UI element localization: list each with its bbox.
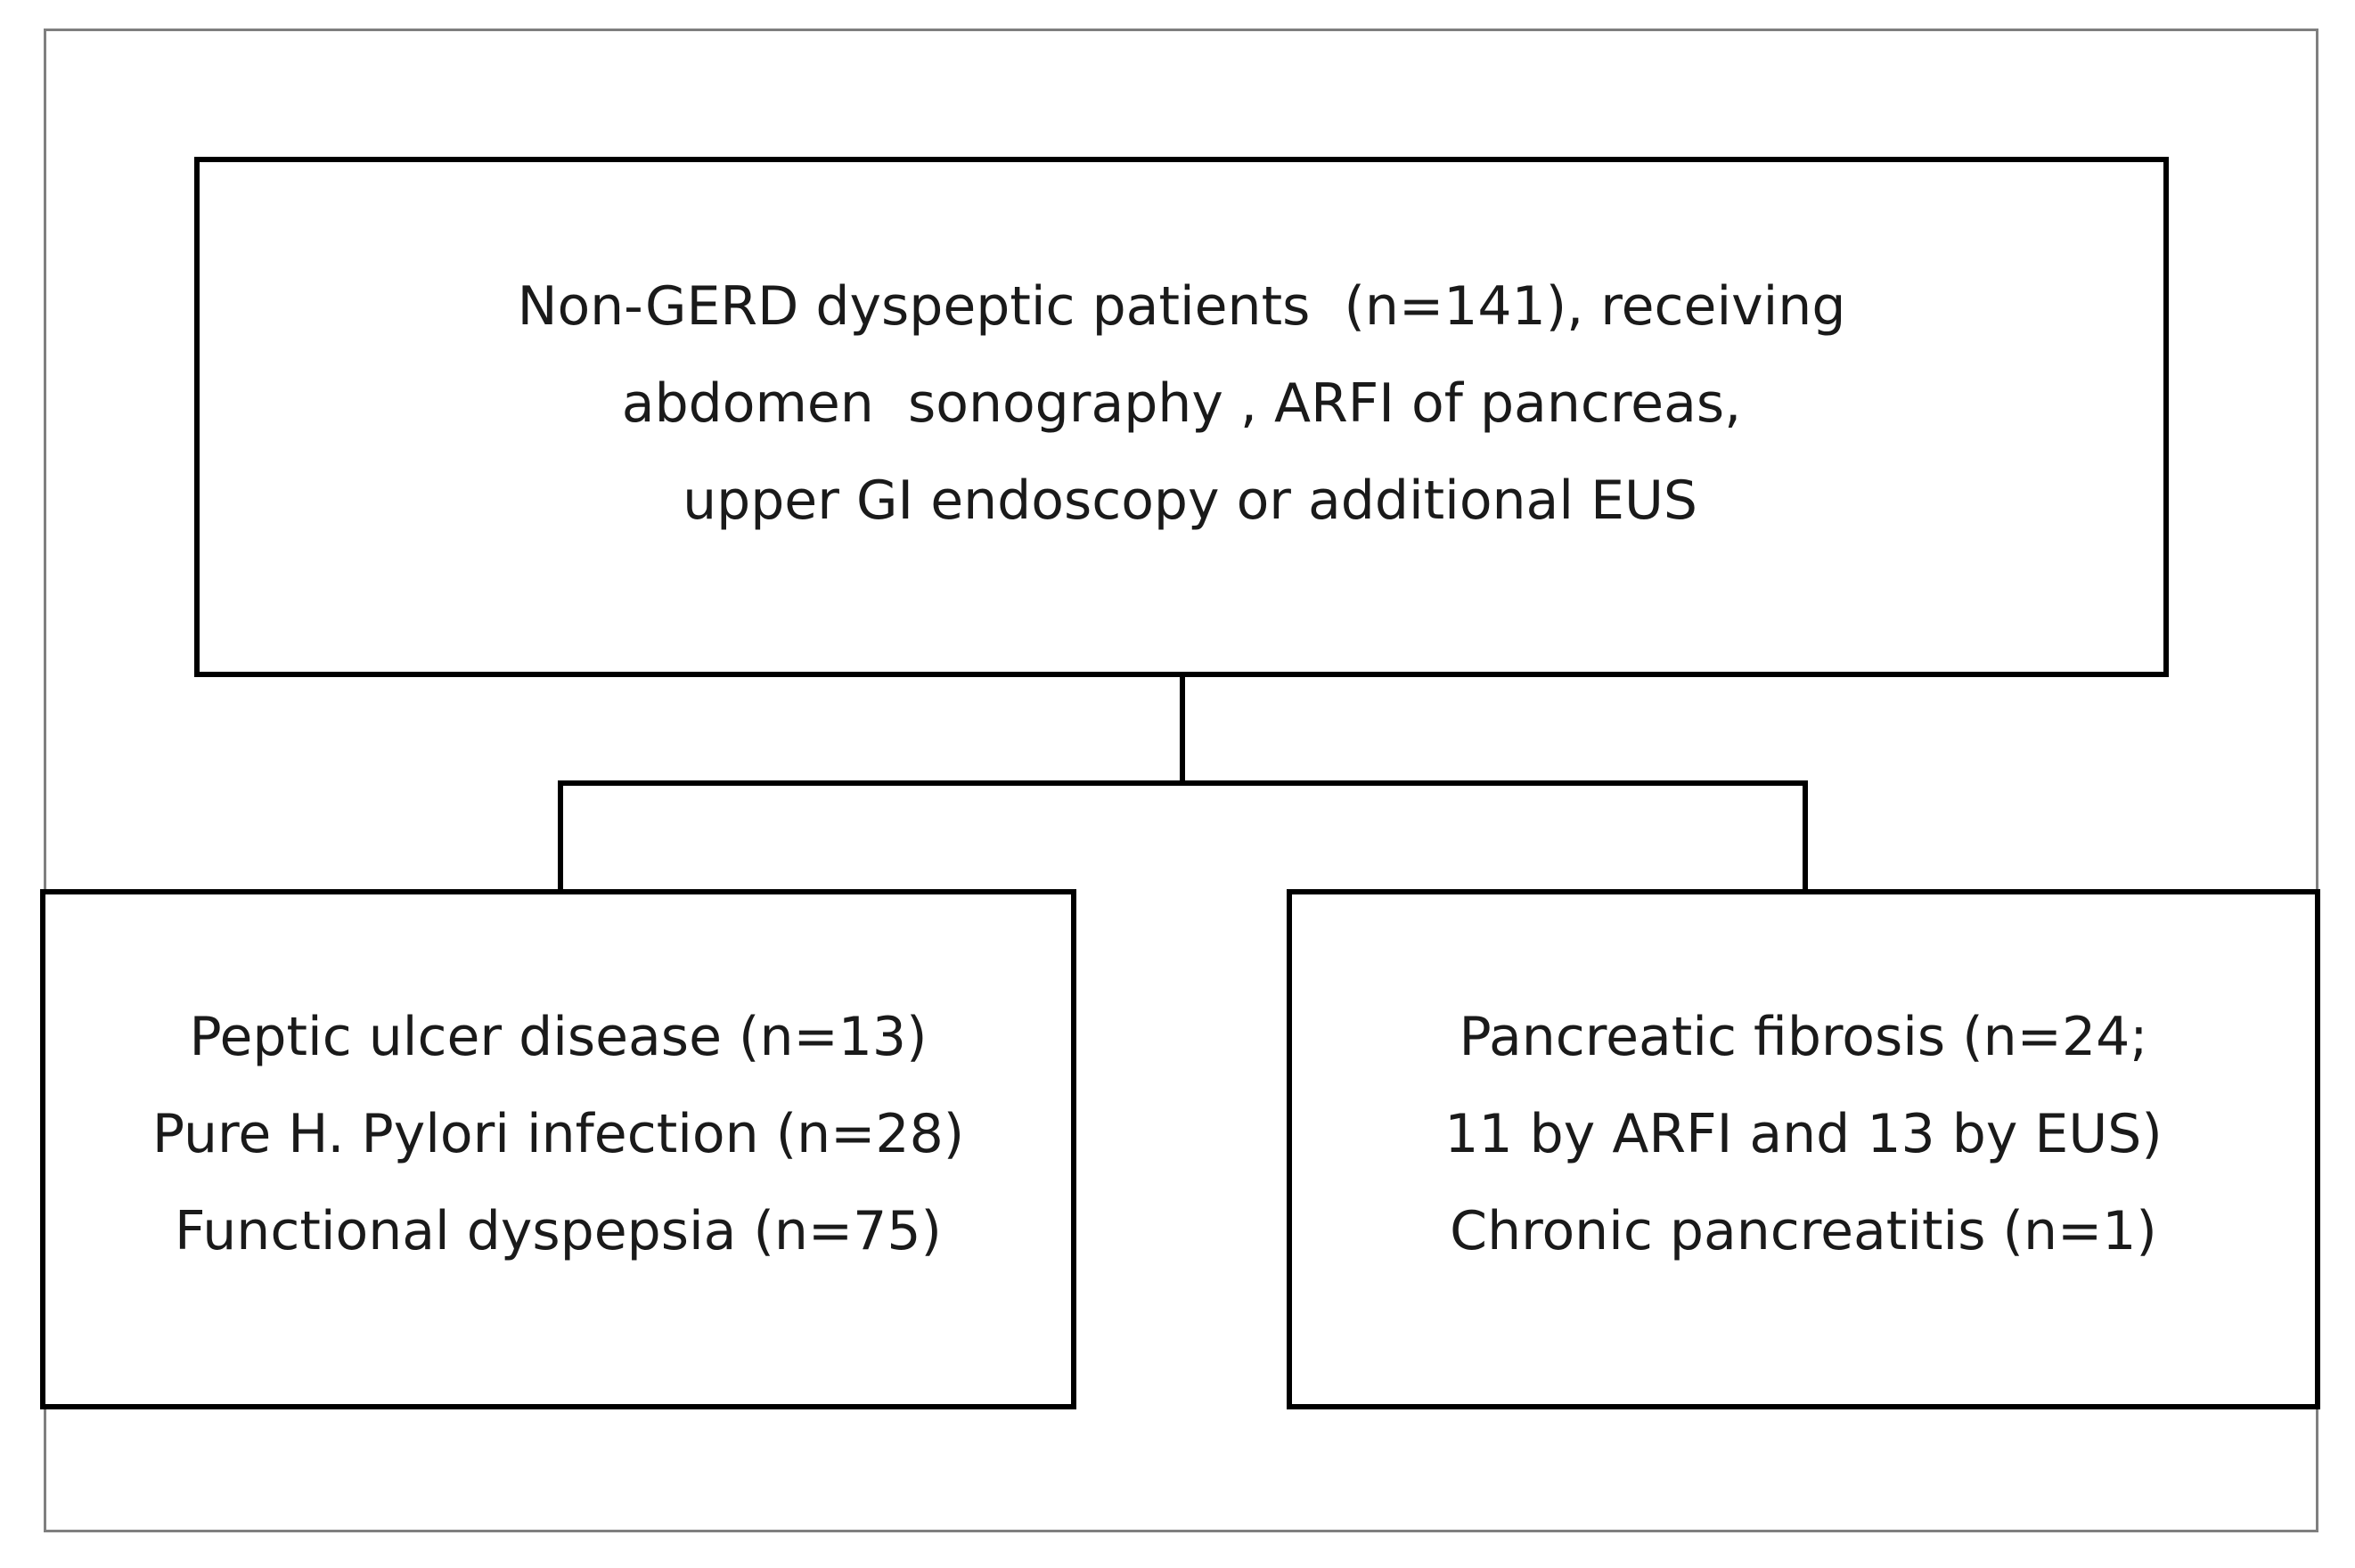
pancreatic-diagnosis-line-3: Chronic pancreatitis (n=1) (1450, 1199, 2157, 1262)
flow-box-study-population: Non-GERD dyspeptic patients (n=141), rec… (194, 157, 2169, 677)
gastric-diagnosis-line-1: Peptic ulcer disease (n=13) (189, 1005, 928, 1068)
gastric-diagnosis-line-2: Pure H. Pylori infection (n=28) (151, 1102, 965, 1165)
study-population-line-3: upper GI endoscopy or additional EUS (666, 469, 1697, 532)
pancreatic-diagnosis-line-2: 11 by ARFI and 13 by EUS) (1444, 1102, 2163, 1165)
gastric-diagnosis-line-3: Functional dyspepsia (n=75) (175, 1199, 942, 1262)
study-population-line-1: Non-GERD dyspeptic patients (n=141), rec… (517, 274, 1846, 338)
study-population-line-2: abdomen sonography , ARFI of pancreas, (621, 372, 1742, 435)
pancreatic-diagnosis-line-1: Pancreatic fibrosis (n=24; (1459, 1005, 2148, 1068)
flow-box-pancreatic-diagnoses: Pancreatic fibrosis (n=24; 11 by ARFI an… (1287, 889, 2320, 1409)
flow-box-gastric-diagnoses: Peptic ulcer disease (n=13) Pure H. Pylo… (40, 889, 1076, 1409)
